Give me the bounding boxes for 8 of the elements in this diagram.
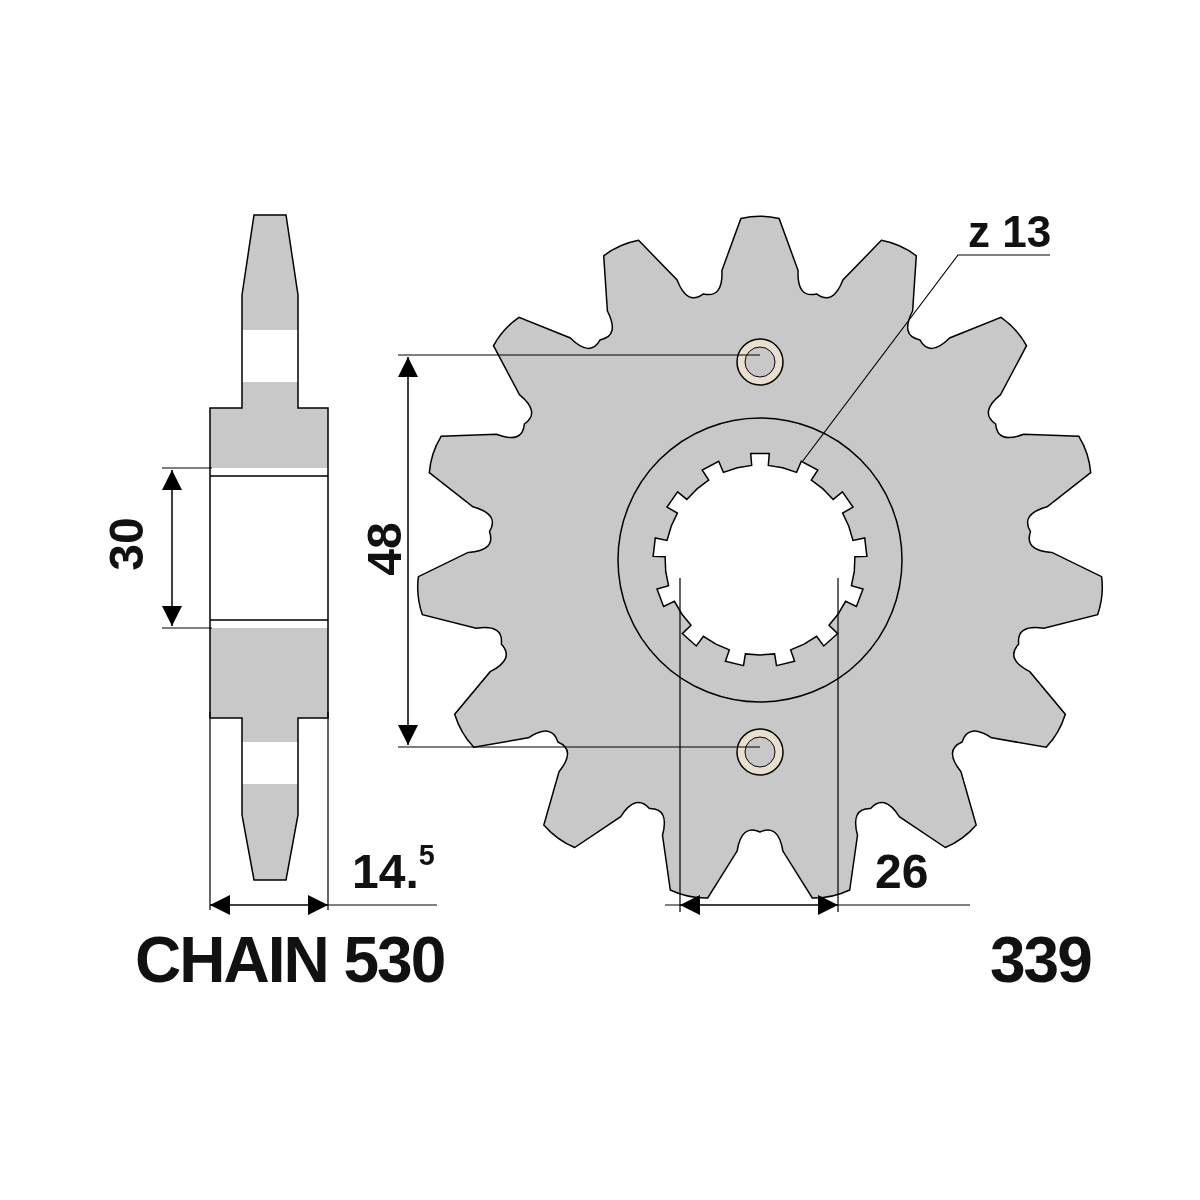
dimension-value: 26	[875, 848, 929, 896]
dimension-value: 48	[360, 522, 409, 576]
tooth-count-label: z 13	[968, 210, 1052, 254]
dimension-value: 30	[102, 517, 151, 571]
leader-line	[801, 254, 1051, 463]
chain-size-label: CHAIN 530	[135, 928, 445, 992]
part-number-label: 339	[990, 928, 1091, 992]
spline-bore	[652, 452, 868, 667]
